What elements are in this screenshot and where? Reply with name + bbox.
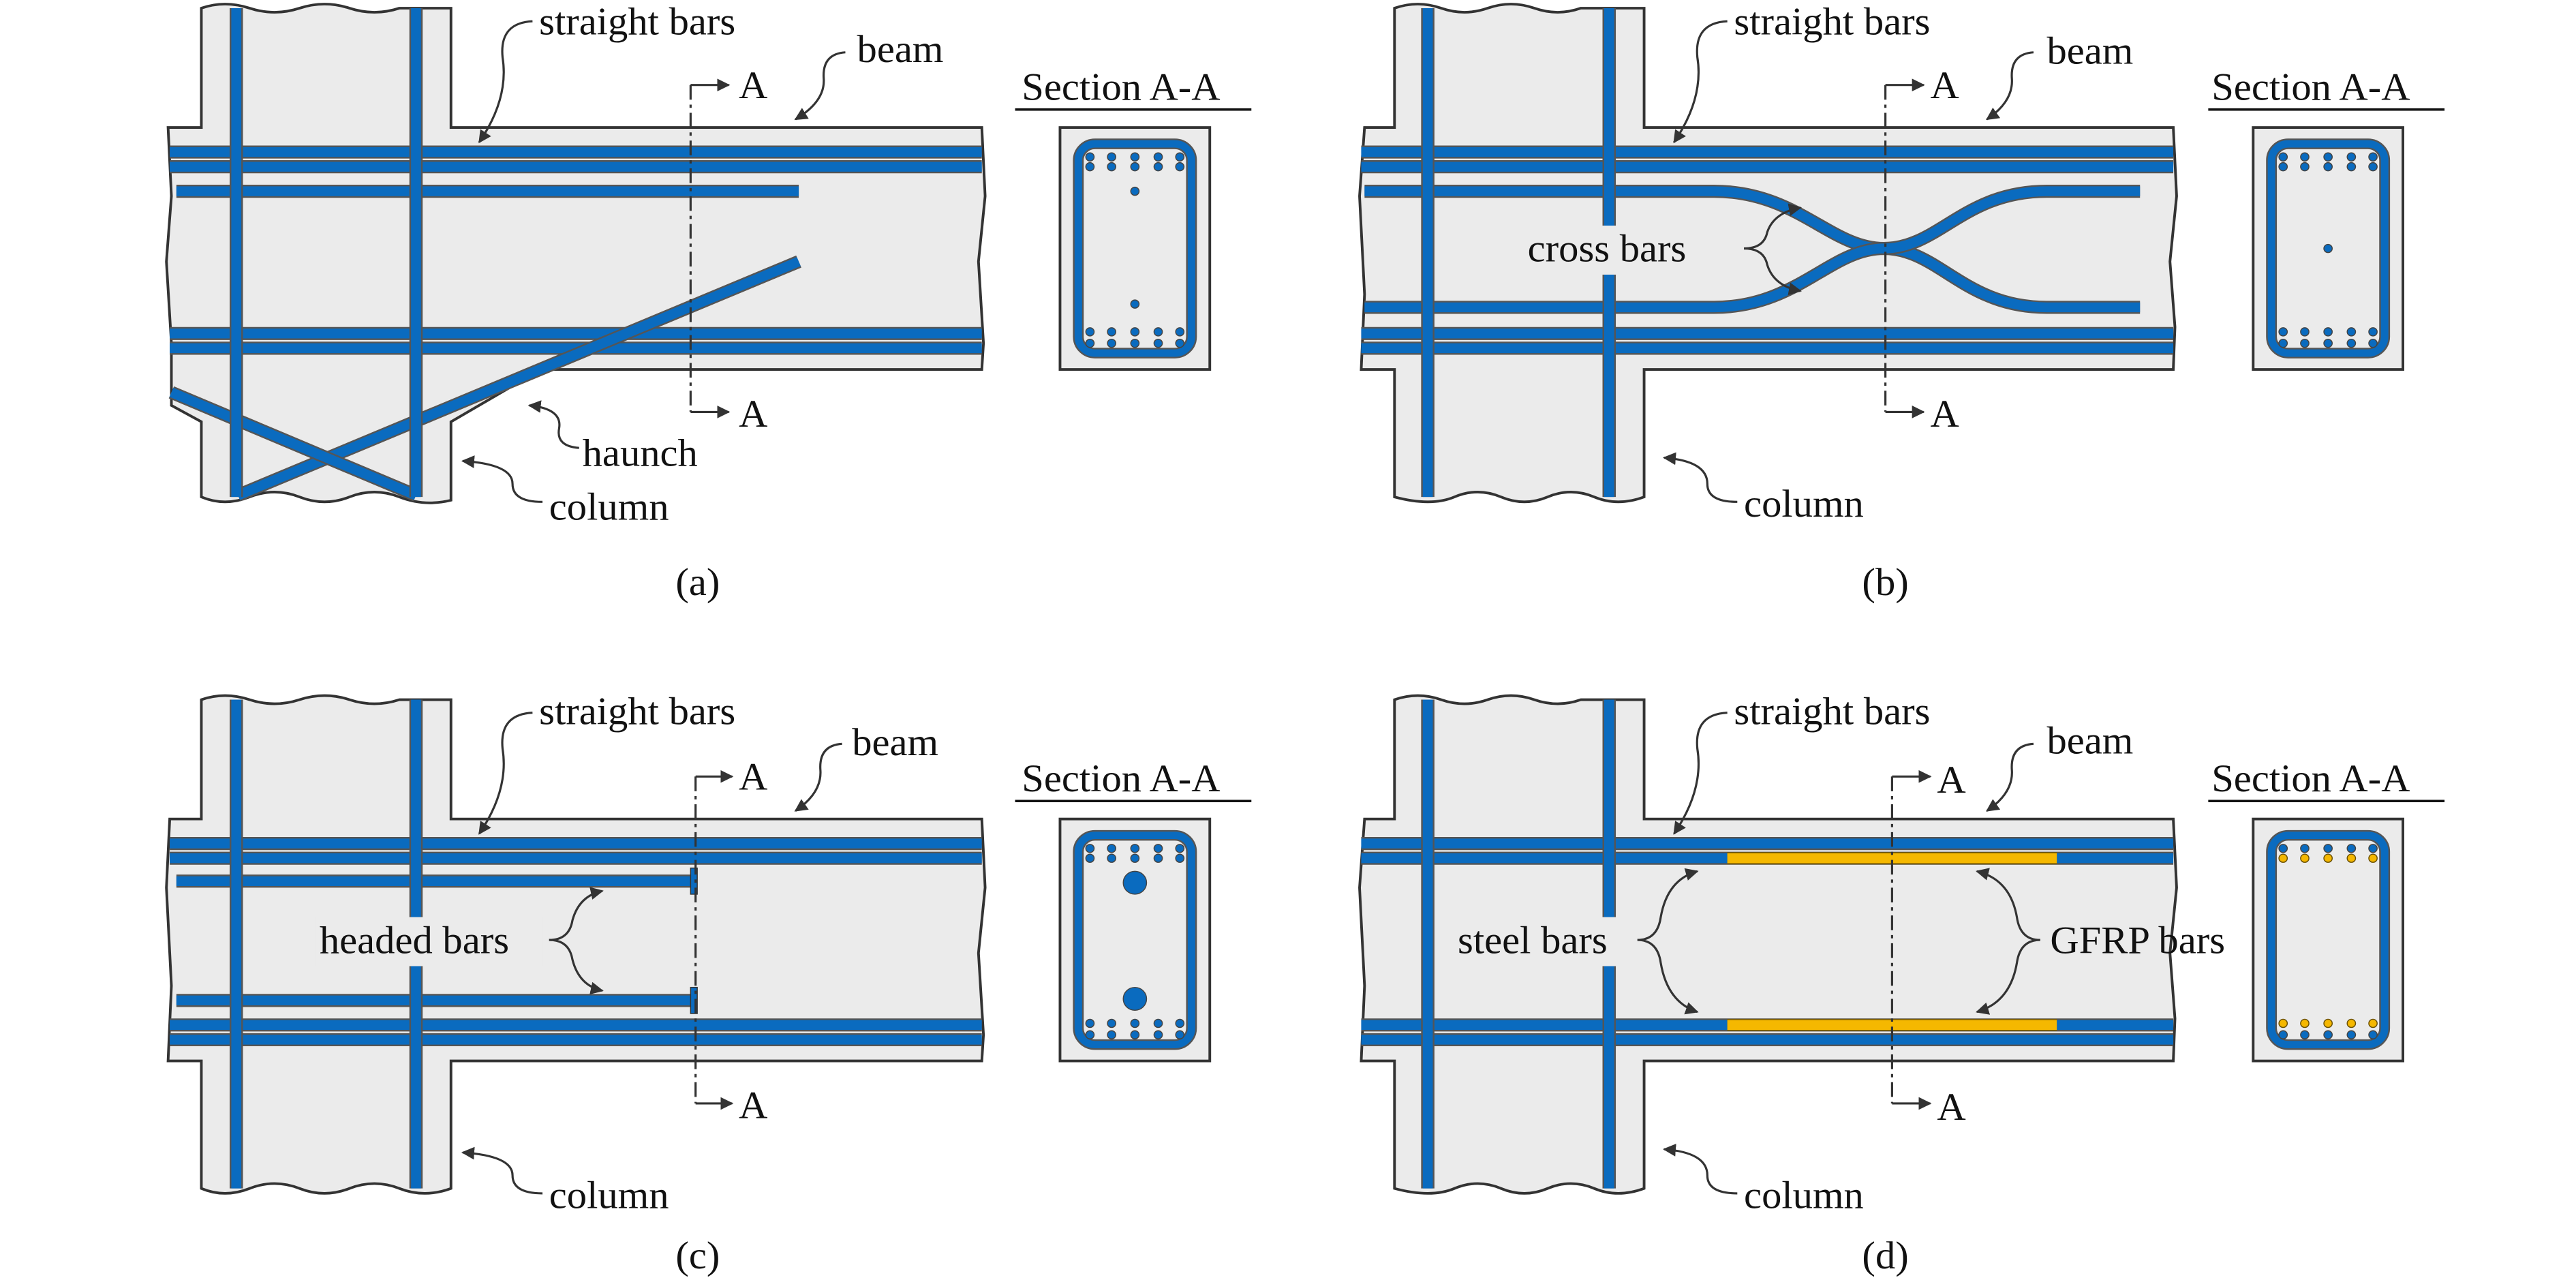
label-backdrop xyxy=(1454,917,1634,966)
label-haunch: haunch xyxy=(583,431,698,474)
leader-arrow-icon xyxy=(1637,868,1699,941)
label-cross-bars: cross bars xyxy=(1528,226,1687,270)
label-column: column xyxy=(549,1173,669,1217)
leader-arrow-icon xyxy=(527,400,579,449)
leader-arrow-icon xyxy=(1744,203,1802,250)
panel-b: A A straight bars beam cross bars column… xyxy=(1358,0,2445,604)
caption-d: (d) xyxy=(1862,1234,1908,1277)
stirrup xyxy=(2267,140,2389,357)
section-mark-bottom: A xyxy=(739,391,767,435)
label-gfrp-bars: GFRP bars xyxy=(2050,918,2225,962)
label-beam: beam xyxy=(852,720,938,764)
leader-arrow-icon xyxy=(1986,51,2034,121)
stirrup xyxy=(1074,832,1195,1049)
section-title: Section A-A xyxy=(1022,65,1220,108)
label-straight-bars: straight bars xyxy=(1734,689,1930,733)
leader-arrow-icon xyxy=(794,742,842,812)
caption-c: (c) xyxy=(675,1234,720,1277)
stirrup xyxy=(2267,832,2389,1049)
panel-d: A A straight bars beam steel bars GFRP b… xyxy=(1358,689,2445,1277)
label-beam: beam xyxy=(2046,29,2133,72)
section-mark-top: A xyxy=(739,63,767,106)
leader-arrow-icon xyxy=(549,887,604,941)
leader-arrow-icon xyxy=(794,51,846,121)
section-bars xyxy=(1085,844,1185,1039)
label-straight-bars: straight bars xyxy=(539,689,735,733)
cross-bar xyxy=(1364,186,2141,313)
section-mark-bottom: A xyxy=(1931,391,1959,435)
bar-head xyxy=(690,867,698,895)
panel-a: A A straight bars beam haunch column Sec… xyxy=(165,0,1252,604)
leader-arrow-icon xyxy=(461,455,543,503)
concrete-joint-a xyxy=(165,3,987,504)
label-column: column xyxy=(1744,481,1864,525)
label-beam: beam xyxy=(2046,718,2133,762)
concrete-joint-b xyxy=(1358,3,2178,504)
caption-b: (b) xyxy=(1862,560,1908,604)
leader-arrow-icon xyxy=(1673,20,1728,144)
label-beam: beam xyxy=(857,27,944,71)
section-bars xyxy=(1085,152,1185,348)
leader-arrow-icon xyxy=(549,939,604,995)
section-mark-top: A xyxy=(1937,758,1965,802)
leader-arrow-icon xyxy=(1744,247,1802,296)
leader-arrow-icon xyxy=(1662,1144,1738,1195)
leader-arrow-icon xyxy=(478,20,533,144)
leader-arrow-icon xyxy=(1986,742,2034,812)
label-straight-bars: straight bars xyxy=(1734,0,1930,43)
leader-arrow-icon xyxy=(1976,939,2040,1015)
section-title: Section A-A xyxy=(2211,65,2410,108)
leader-arrow-icon xyxy=(478,712,533,835)
label-steel-bars: steel bars xyxy=(1458,918,1608,962)
label-backdrop xyxy=(316,917,543,966)
section-bars xyxy=(2278,152,2378,348)
label-column: column xyxy=(549,485,669,528)
leader-arrow-icon xyxy=(1637,939,1699,1015)
section-mark-top: A xyxy=(739,755,767,798)
label-headed-bars: headed bars xyxy=(320,918,509,962)
leader-arrow-icon xyxy=(461,1146,543,1195)
section-title: Section A-A xyxy=(1022,756,1220,799)
concrete-joint-d xyxy=(1358,694,2178,1195)
leader-arrow-icon xyxy=(1673,712,1728,835)
concrete-joint-c xyxy=(165,694,987,1195)
leader-arrow-icon xyxy=(1662,452,1738,503)
haunch-bar xyxy=(169,388,418,500)
bar-head xyxy=(690,986,698,1014)
label-column: column xyxy=(1744,1173,1864,1217)
leader-arrow-icon xyxy=(1976,868,2040,941)
section-title: Section A-A xyxy=(2211,756,2410,799)
stirrup xyxy=(1074,140,1195,357)
section-mark-bottom: A xyxy=(739,1083,767,1127)
panel-c: A A straight bars beam headed bars colum… xyxy=(165,689,1252,1277)
caption-a: (a) xyxy=(675,560,720,604)
section-mark-bottom: A xyxy=(1937,1084,1965,1128)
section-mark-top: A xyxy=(1931,63,1959,106)
section-bars xyxy=(2278,844,2378,1039)
label-backdrop xyxy=(1524,225,1701,275)
label-straight-bars: straight bars xyxy=(539,0,735,43)
